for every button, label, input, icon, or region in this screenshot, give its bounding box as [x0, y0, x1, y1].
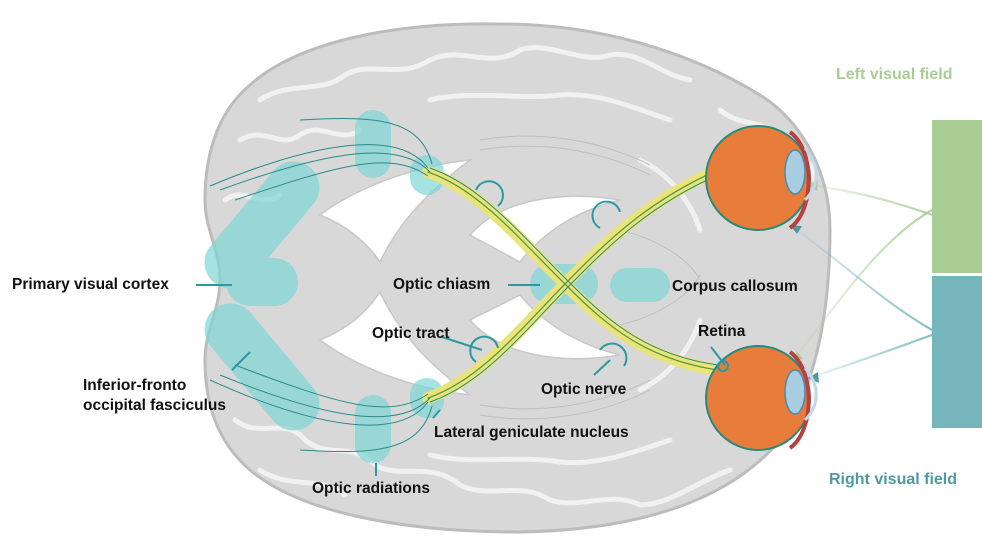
- label-retina: Retina: [698, 323, 745, 341]
- label-corpus-callosum: Corpus callosum: [672, 278, 798, 296]
- right-visual-field-bar: [932, 276, 982, 428]
- label-lateral-geniculate-nucleus: Lateral geniculate nucleus: [434, 424, 629, 442]
- right-eye-top: [706, 126, 816, 230]
- label-optic-nerve: Optic nerve: [541, 381, 626, 399]
- right-visual-field-title: Right visual field: [829, 471, 957, 489]
- label-primary-visual-cortex: Primary visual cortex: [12, 276, 169, 294]
- left-visual-field-title: Left visual field: [836, 66, 952, 84]
- label-optic-radiations: Optic radiations: [312, 480, 430, 498]
- label-optic-tract: Optic tract: [372, 325, 450, 343]
- label-optic-chiasm: Optic chiasm: [393, 276, 490, 294]
- left-visual-field-bar: [932, 120, 982, 273]
- label-inferior-fronto-line2: occipital fasciculus: [83, 397, 226, 415]
- label-inferior-fronto-line1: Inferior-fronto: [83, 377, 186, 395]
